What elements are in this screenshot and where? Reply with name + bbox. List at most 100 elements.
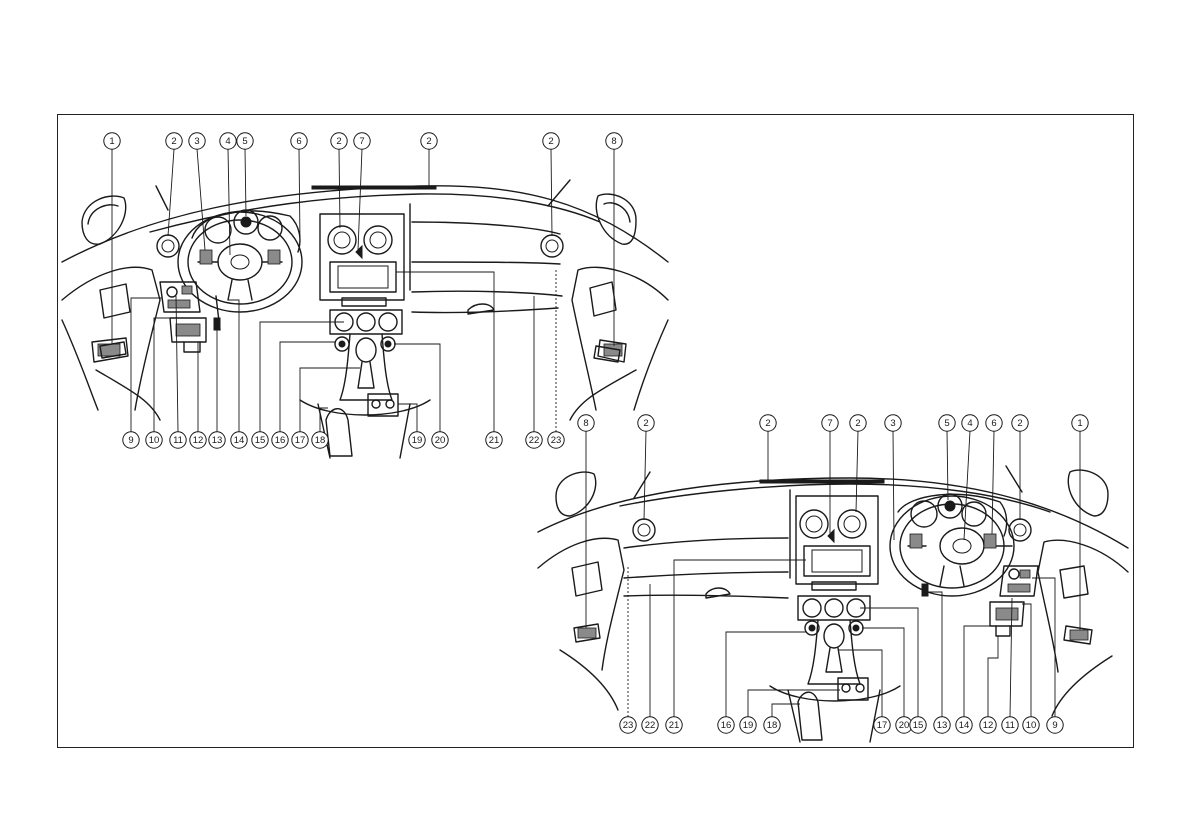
callout-number: 6	[296, 136, 301, 147]
callout-number: 19	[412, 435, 423, 446]
callout-left-hand-drive-bottom-7: 16	[272, 432, 288, 448]
callout-right-hand-drive-bottom-13: 10	[1023, 717, 1039, 733]
callout-number: 18	[315, 435, 326, 446]
callout-number: 2	[171, 136, 176, 147]
callout-number: 5	[944, 418, 949, 429]
callout-left-hand-drive-bottom-5: 14	[231, 432, 247, 448]
callout-number: 23	[623, 720, 634, 731]
callout-left-hand-drive-bottom-1: 10	[146, 432, 162, 448]
callout-number: 2	[855, 418, 860, 429]
callout-left-hand-drive-bottom-2: 11	[170, 432, 186, 448]
callout-right-hand-drive-bottom-9: 13	[934, 717, 950, 733]
callout-left-hand-drive-bottom-6: 15	[252, 432, 268, 448]
callout-left-hand-drive-bottom-11: 20	[432, 432, 448, 448]
callout-labels: 1234562722891011121314151617181920212223…	[104, 133, 1088, 733]
callout-number: 7	[359, 136, 364, 147]
callout-number: 20	[435, 435, 446, 446]
callout-number: 23	[551, 435, 562, 446]
callout-number: 22	[645, 720, 656, 731]
callout-left-hand-drive-top-2: 3	[189, 133, 205, 149]
callout-right-hand-drive-bottom-0: 23	[620, 717, 636, 733]
callout-right-hand-drive-top-3: 7	[822, 415, 838, 431]
callout-left-hand-drive-top-6: 2	[331, 133, 347, 149]
callout-number: 6	[991, 418, 996, 429]
callout-left-hand-drive-top-9: 2	[543, 133, 559, 149]
callout-left-hand-drive-top-1: 2	[166, 133, 182, 149]
callout-number: 17	[295, 435, 306, 446]
callout-number: 20	[899, 720, 910, 731]
callout-right-hand-drive-bottom-5: 18	[764, 717, 780, 733]
callout-left-hand-drive-bottom-4: 13	[209, 432, 225, 448]
callout-left-hand-drive-top-3: 4	[220, 133, 236, 149]
callout-number: 9	[1052, 720, 1057, 731]
callout-number: 15	[255, 435, 266, 446]
callout-number: 1	[109, 136, 114, 147]
callout-right-hand-drive-bottom-14: 9	[1047, 717, 1063, 733]
callout-left-hand-drive-bottom-3: 12	[190, 432, 206, 448]
callout-number: 14	[234, 435, 245, 446]
callout-right-hand-drive-top-1: 2	[638, 415, 654, 431]
callout-number: 7	[827, 418, 832, 429]
callout-left-hand-drive-top-0: 1	[104, 133, 120, 149]
callout-number: 9	[128, 435, 133, 446]
callout-number: 12	[193, 435, 204, 446]
rhd-leader-lines	[586, 431, 1080, 717]
callout-left-hand-drive-bottom-9: 18	[312, 432, 328, 448]
rhd-dashboard-drawing	[538, 466, 1128, 742]
callout-left-hand-drive-bottom-8: 17	[292, 432, 308, 448]
callout-number: 1	[1077, 418, 1082, 429]
callout-number: 2	[765, 418, 770, 429]
callout-left-hand-drive-bottom-13: 22	[526, 432, 542, 448]
callout-right-hand-drive-top-5: 3	[885, 415, 901, 431]
callout-right-hand-drive-top-7: 4	[962, 415, 978, 431]
callout-number: 17	[877, 720, 888, 731]
callout-number: 11	[173, 435, 183, 446]
callout-right-hand-drive-bottom-1: 22	[642, 717, 658, 733]
callout-number: 2	[426, 136, 431, 147]
callout-number: 16	[275, 435, 286, 446]
callout-number: 16	[721, 720, 732, 731]
callout-right-hand-drive-top-2: 2	[760, 415, 776, 431]
callout-number: 22	[529, 435, 540, 446]
callout-number: 13	[212, 435, 223, 446]
callout-number: 3	[194, 136, 199, 147]
callout-left-hand-drive-top-5: 6	[291, 133, 307, 149]
callout-left-hand-drive-bottom-14: 23	[548, 432, 564, 448]
callout-number: 21	[669, 720, 680, 731]
callout-right-hand-drive-bottom-10: 14	[956, 717, 972, 733]
callout-right-hand-drive-bottom-2: 21	[666, 717, 682, 733]
callout-number: 8	[611, 136, 616, 147]
callout-left-hand-drive-top-7: 7	[354, 133, 370, 149]
callout-right-hand-drive-top-8: 6	[986, 415, 1002, 431]
callout-number: 14	[959, 720, 970, 731]
callout-right-hand-drive-bottom-3: 16	[718, 717, 734, 733]
callout-number: 2	[548, 136, 553, 147]
callout-right-hand-drive-top-10: 1	[1072, 415, 1088, 431]
callout-number: 2	[643, 418, 648, 429]
callout-number: 18	[767, 720, 778, 731]
callout-number: 2	[1017, 418, 1022, 429]
callout-number: 12	[983, 720, 994, 731]
callout-number: 4	[967, 418, 972, 429]
callout-right-hand-drive-top-4: 2	[850, 415, 866, 431]
callout-number: 2	[336, 136, 341, 147]
callout-number: 10	[1026, 720, 1037, 731]
callout-right-hand-drive-top-9: 2	[1012, 415, 1028, 431]
callout-right-hand-drive-top-6: 5	[939, 415, 955, 431]
callout-number: 11	[1005, 720, 1015, 731]
callout-left-hand-drive-top-4: 5	[237, 133, 253, 149]
callout-left-hand-drive-bottom-0: 9	[123, 432, 139, 448]
callout-number: 8	[583, 418, 588, 429]
callout-number: 3	[890, 418, 895, 429]
callout-number: 10	[149, 435, 160, 446]
callout-right-hand-drive-bottom-11: 12	[980, 717, 996, 733]
callout-number: 5	[242, 136, 247, 147]
callout-right-hand-drive-bottom-4: 19	[740, 717, 756, 733]
callout-number: 15	[913, 720, 924, 731]
callout-right-hand-drive-top-0: 8	[578, 415, 594, 431]
callout-right-hand-drive-bottom-6: 17	[874, 717, 890, 733]
callout-right-hand-drive-bottom-12: 11	[1002, 717, 1018, 733]
callout-number: 4	[225, 136, 230, 147]
callout-left-hand-drive-bottom-10: 19	[409, 432, 425, 448]
